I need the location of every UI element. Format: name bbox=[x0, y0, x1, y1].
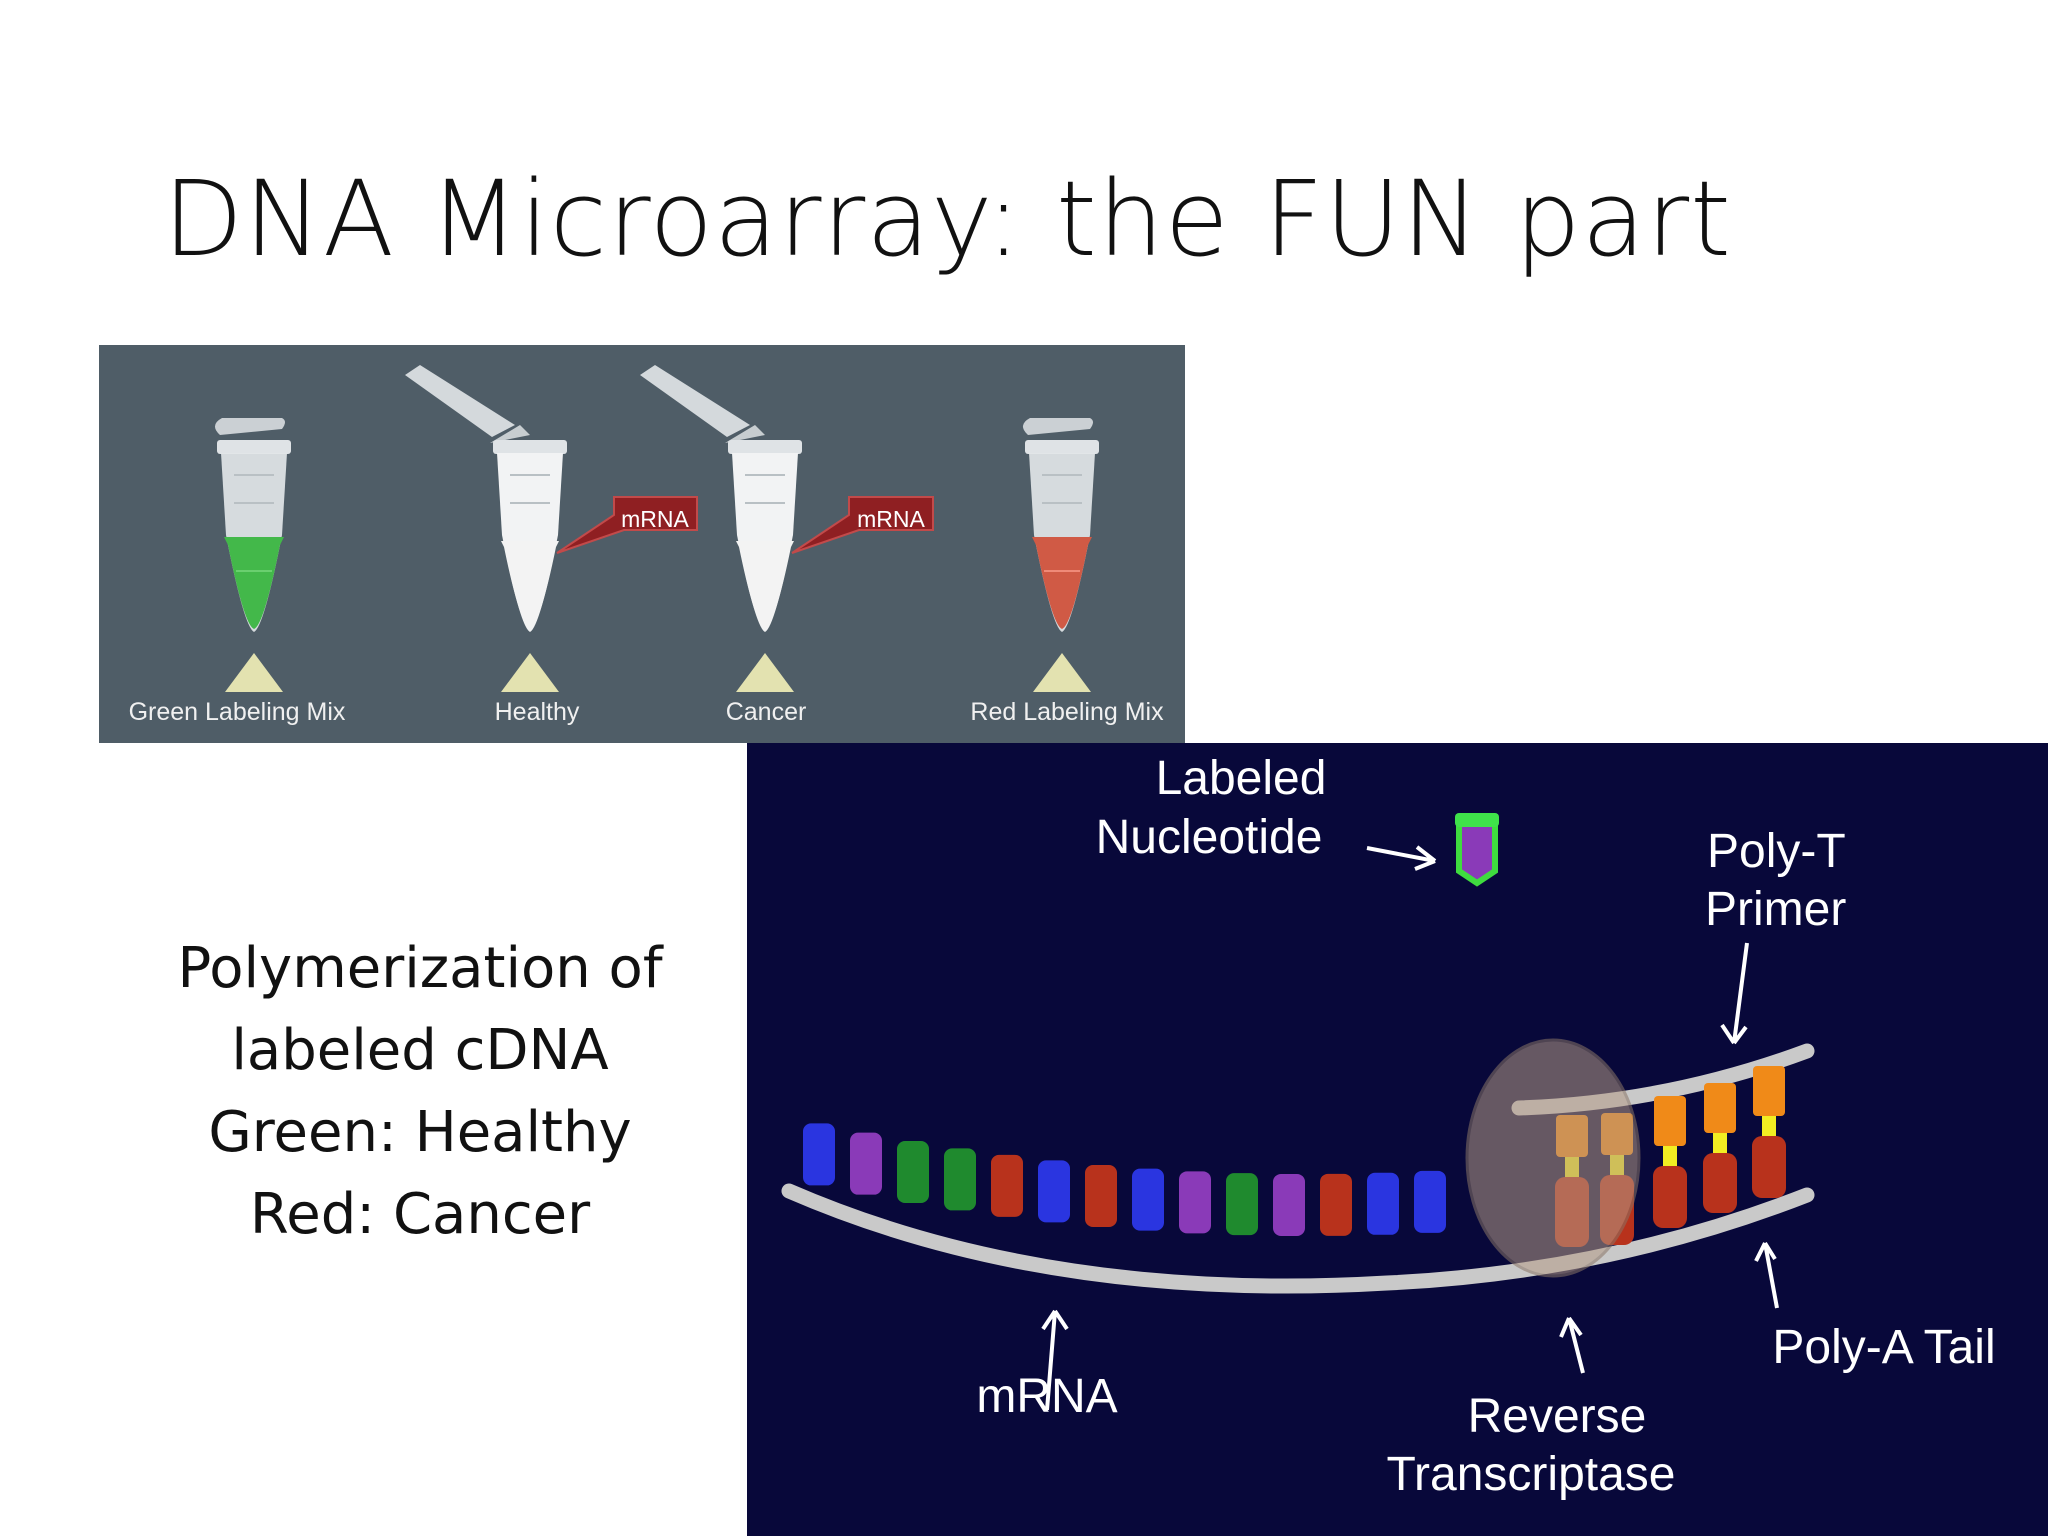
label-mrna: mRNA bbox=[976, 1370, 1117, 1423]
mrna-strand bbox=[781, 1183, 1815, 1294]
reverse-transcription-illustration: Labeled Nucleotide Poly-T Primer mRNA Re… bbox=[747, 743, 2048, 1536]
mrna-callout-label: mRNA bbox=[621, 506, 689, 532]
tube-cancer bbox=[640, 365, 802, 632]
mrna-base bbox=[1273, 1173, 1305, 1236]
mrna-base bbox=[944, 1148, 976, 1211]
mrna-base bbox=[991, 1154, 1023, 1217]
mrna-base bbox=[850, 1132, 882, 1195]
mrna-callout-cancer: mRNA bbox=[791, 496, 934, 554]
arrow-to-poly-t bbox=[1720, 942, 1749, 1045]
mrna-base bbox=[803, 1123, 835, 1186]
mrna-base bbox=[1226, 1173, 1258, 1236]
marker-triangle bbox=[225, 653, 283, 692]
arrow-to-nucleotide bbox=[1366, 845, 1437, 871]
sample-tubes-illustration: mRNA mRNA Green Labeling Mix Healthy Can… bbox=[99, 345, 1185, 743]
mrna-base bbox=[1038, 1160, 1070, 1223]
arrow-to-reverse-transcriptase bbox=[1559, 1316, 1585, 1374]
mrna-base bbox=[1414, 1170, 1446, 1233]
reverse-transcriptase-enzyme bbox=[1465, 1038, 1641, 1278]
marker-triangle bbox=[736, 653, 794, 692]
mrna-callout-healthy: mRNA bbox=[556, 496, 698, 554]
labeled-nucleotide-icon bbox=[1455, 813, 1499, 887]
label-poly-t-2: Primer bbox=[1705, 883, 1846, 936]
mrna-base bbox=[1320, 1173, 1352, 1236]
mrna-callout-label: mRNA bbox=[857, 506, 925, 532]
slide-title: DNA Microarray: the FUN part bbox=[163, 158, 1732, 280]
caption-text: Polymerization of labeled cDNA Green: He… bbox=[110, 928, 730, 1256]
arrow-to-mrna bbox=[1041, 1309, 1069, 1411]
caption-line: Polymerization of bbox=[177, 936, 663, 1001]
tube-label-healthy: Healthy bbox=[495, 698, 580, 726]
mrna-base bbox=[897, 1141, 929, 1204]
label-reverse-transcriptase-1: Reverse bbox=[1468, 1390, 1647, 1443]
tube-red-labeling-mix bbox=[1022, 418, 1099, 632]
mrna-base bbox=[1367, 1172, 1399, 1235]
caption-line: labeled cDNA bbox=[231, 1018, 609, 1083]
mrna-base bbox=[1132, 1168, 1164, 1231]
label-labeled-nucleotide-1: Labeled bbox=[1156, 752, 1327, 805]
caption-line: Red: Cancer bbox=[249, 1182, 591, 1247]
caption-line: Green: Healthy bbox=[208, 1100, 632, 1165]
rt-panel-background bbox=[747, 743, 2048, 1536]
tube-healthy bbox=[405, 365, 567, 632]
tube-green-labeling-mix bbox=[214, 418, 291, 632]
marker-triangle bbox=[501, 653, 559, 692]
tube-label-cancer: Cancer bbox=[726, 698, 807, 726]
mrna-base bbox=[1179, 1171, 1211, 1234]
reverse-transcription-panel: Labeled Nucleotide Poly-T Primer mRNA Re… bbox=[747, 743, 2048, 1536]
label-reverse-transcriptase-2: Transcriptase bbox=[1387, 1448, 1676, 1501]
arrow-to-poly-a bbox=[1754, 1241, 1779, 1309]
mrna-base bbox=[1085, 1164, 1117, 1227]
mrna-bases bbox=[803, 1123, 1446, 1236]
tube-label-green-labeling-mix: Green Labeling Mix bbox=[129, 698, 346, 726]
marker-triangle bbox=[1033, 653, 1091, 692]
label-poly-a-tail: Poly-A Tail bbox=[1772, 1321, 1995, 1374]
label-poly-t-1: Poly-T bbox=[1707, 825, 1846, 878]
label-labeled-nucleotide-2: Nucleotide bbox=[1096, 811, 1323, 864]
tube-label-red-labeling-mix: Red Labeling Mix bbox=[970, 698, 1164, 726]
sample-tubes-panel: mRNA mRNA Green Labeling Mix Healthy Can… bbox=[99, 345, 1185, 743]
